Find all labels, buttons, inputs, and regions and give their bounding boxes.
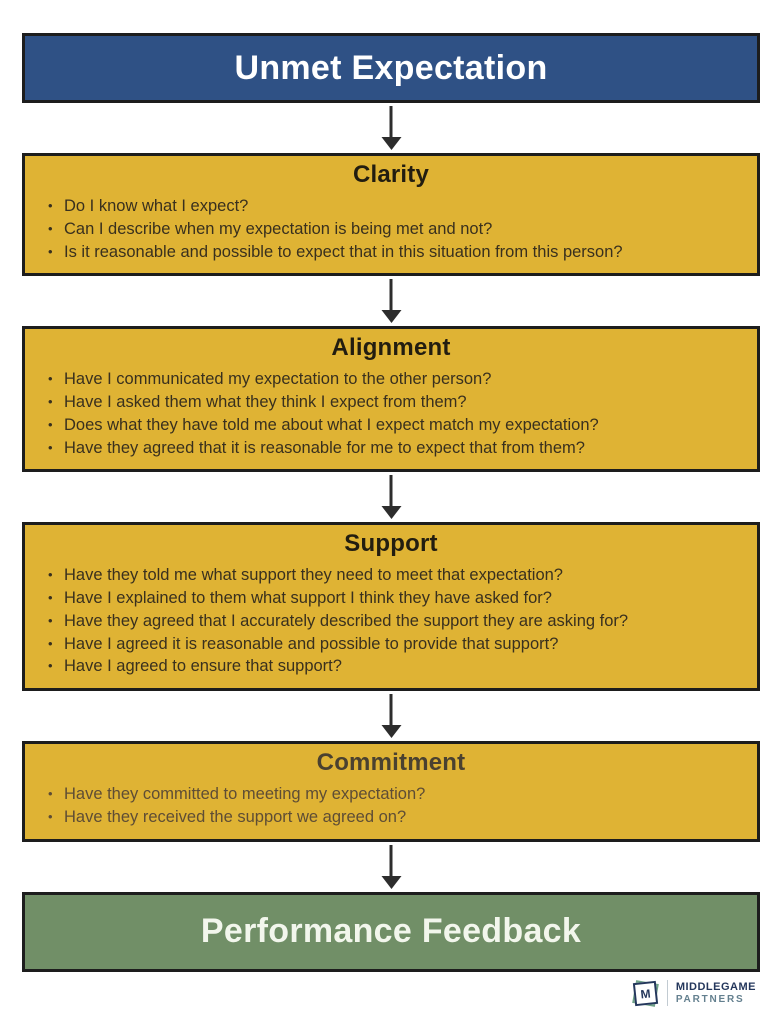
stage-title: Alignment [331,334,451,362]
flow-stages: Clarity Do I know what I expect?Can I de… [22,103,760,842]
logo-m-icon: M [632,979,659,1007]
question-item: Do I know what I expect? [43,195,739,218]
stage-title: Support [344,530,438,558]
question-item: Have I asked them what they think I expe… [43,391,739,414]
arrow-down-icon [389,844,393,876]
question-item: Have I communicated my expectation to th… [43,368,739,391]
stage-title: Commitment [316,749,466,777]
arrow-down-icon [389,694,393,726]
middlegame-partners-logo: M MIDDLEGAME PARTNERS [632,979,756,1007]
stage-question-list: Have they committed to meeting my expect… [43,783,739,829]
question-item: Does what they have told me about what I… [43,414,739,437]
question-item: Have they agreed that I accurately descr… [43,610,739,633]
expectation-flow-diagram: Unmet Expectation Clarity Do I know what… [0,0,782,972]
stage-box-support: Support Have they told me what support t… [22,522,760,692]
stage-box-alignment: Alignment Have I communicated my expecta… [22,326,760,473]
logo-line1: MIDDLEGAME [675,980,756,993]
question-item: Have I agreed to ensure that support? [43,655,739,678]
stage-question-list: Do I know what I expect?Can I describe w… [43,195,739,263]
flow-arrow [22,842,760,892]
question-item: Have they told me what support they need… [43,564,739,587]
end-node-label: Performance Feedback [200,912,582,951]
stage-title: Clarity [352,161,430,188]
flow-arrow [22,103,760,153]
flow-arrow [22,276,760,326]
question-item: Can I describe when my expectation is be… [43,218,739,241]
logo-wordmark: MIDDLEGAME PARTNERS [676,981,756,1005]
stage-box-commitment: Commitment Have they committed to meetin… [22,741,760,842]
arrow-down-icon [389,106,393,137]
logo-monogram: M [632,980,658,1006]
stage-question-list: Have I communicated my expectation to th… [43,368,739,459]
flow-arrow [22,691,760,741]
start-node-label: Unmet Expectation [234,48,548,87]
flow-arrow [22,472,760,522]
question-item: Have they received the support we agreed… [43,806,739,829]
stage-question-list: Have they told me what support they need… [43,564,739,678]
question-item: Have I agreed it is reasonable and possi… [43,633,739,656]
arrow-down-icon [389,475,393,507]
question-item: Have I explained to them what support I … [43,587,739,610]
question-item: Have they agreed that it is reasonable f… [43,437,739,460]
stage-box-clarity: Clarity Do I know what I expect?Can I de… [22,153,760,277]
question-item: Have they committed to meeting my expect… [43,783,739,806]
arrow-down-icon [389,279,393,311]
question-item: Is it reasonable and possible to expect … [43,241,739,264]
logo-line2: PARTNERS [675,993,745,1005]
start-node-unmet-expectation: Unmet Expectation [22,33,760,103]
logo-divider [666,980,668,1006]
end-node-performance-feedback: Performance Feedback [22,891,760,972]
